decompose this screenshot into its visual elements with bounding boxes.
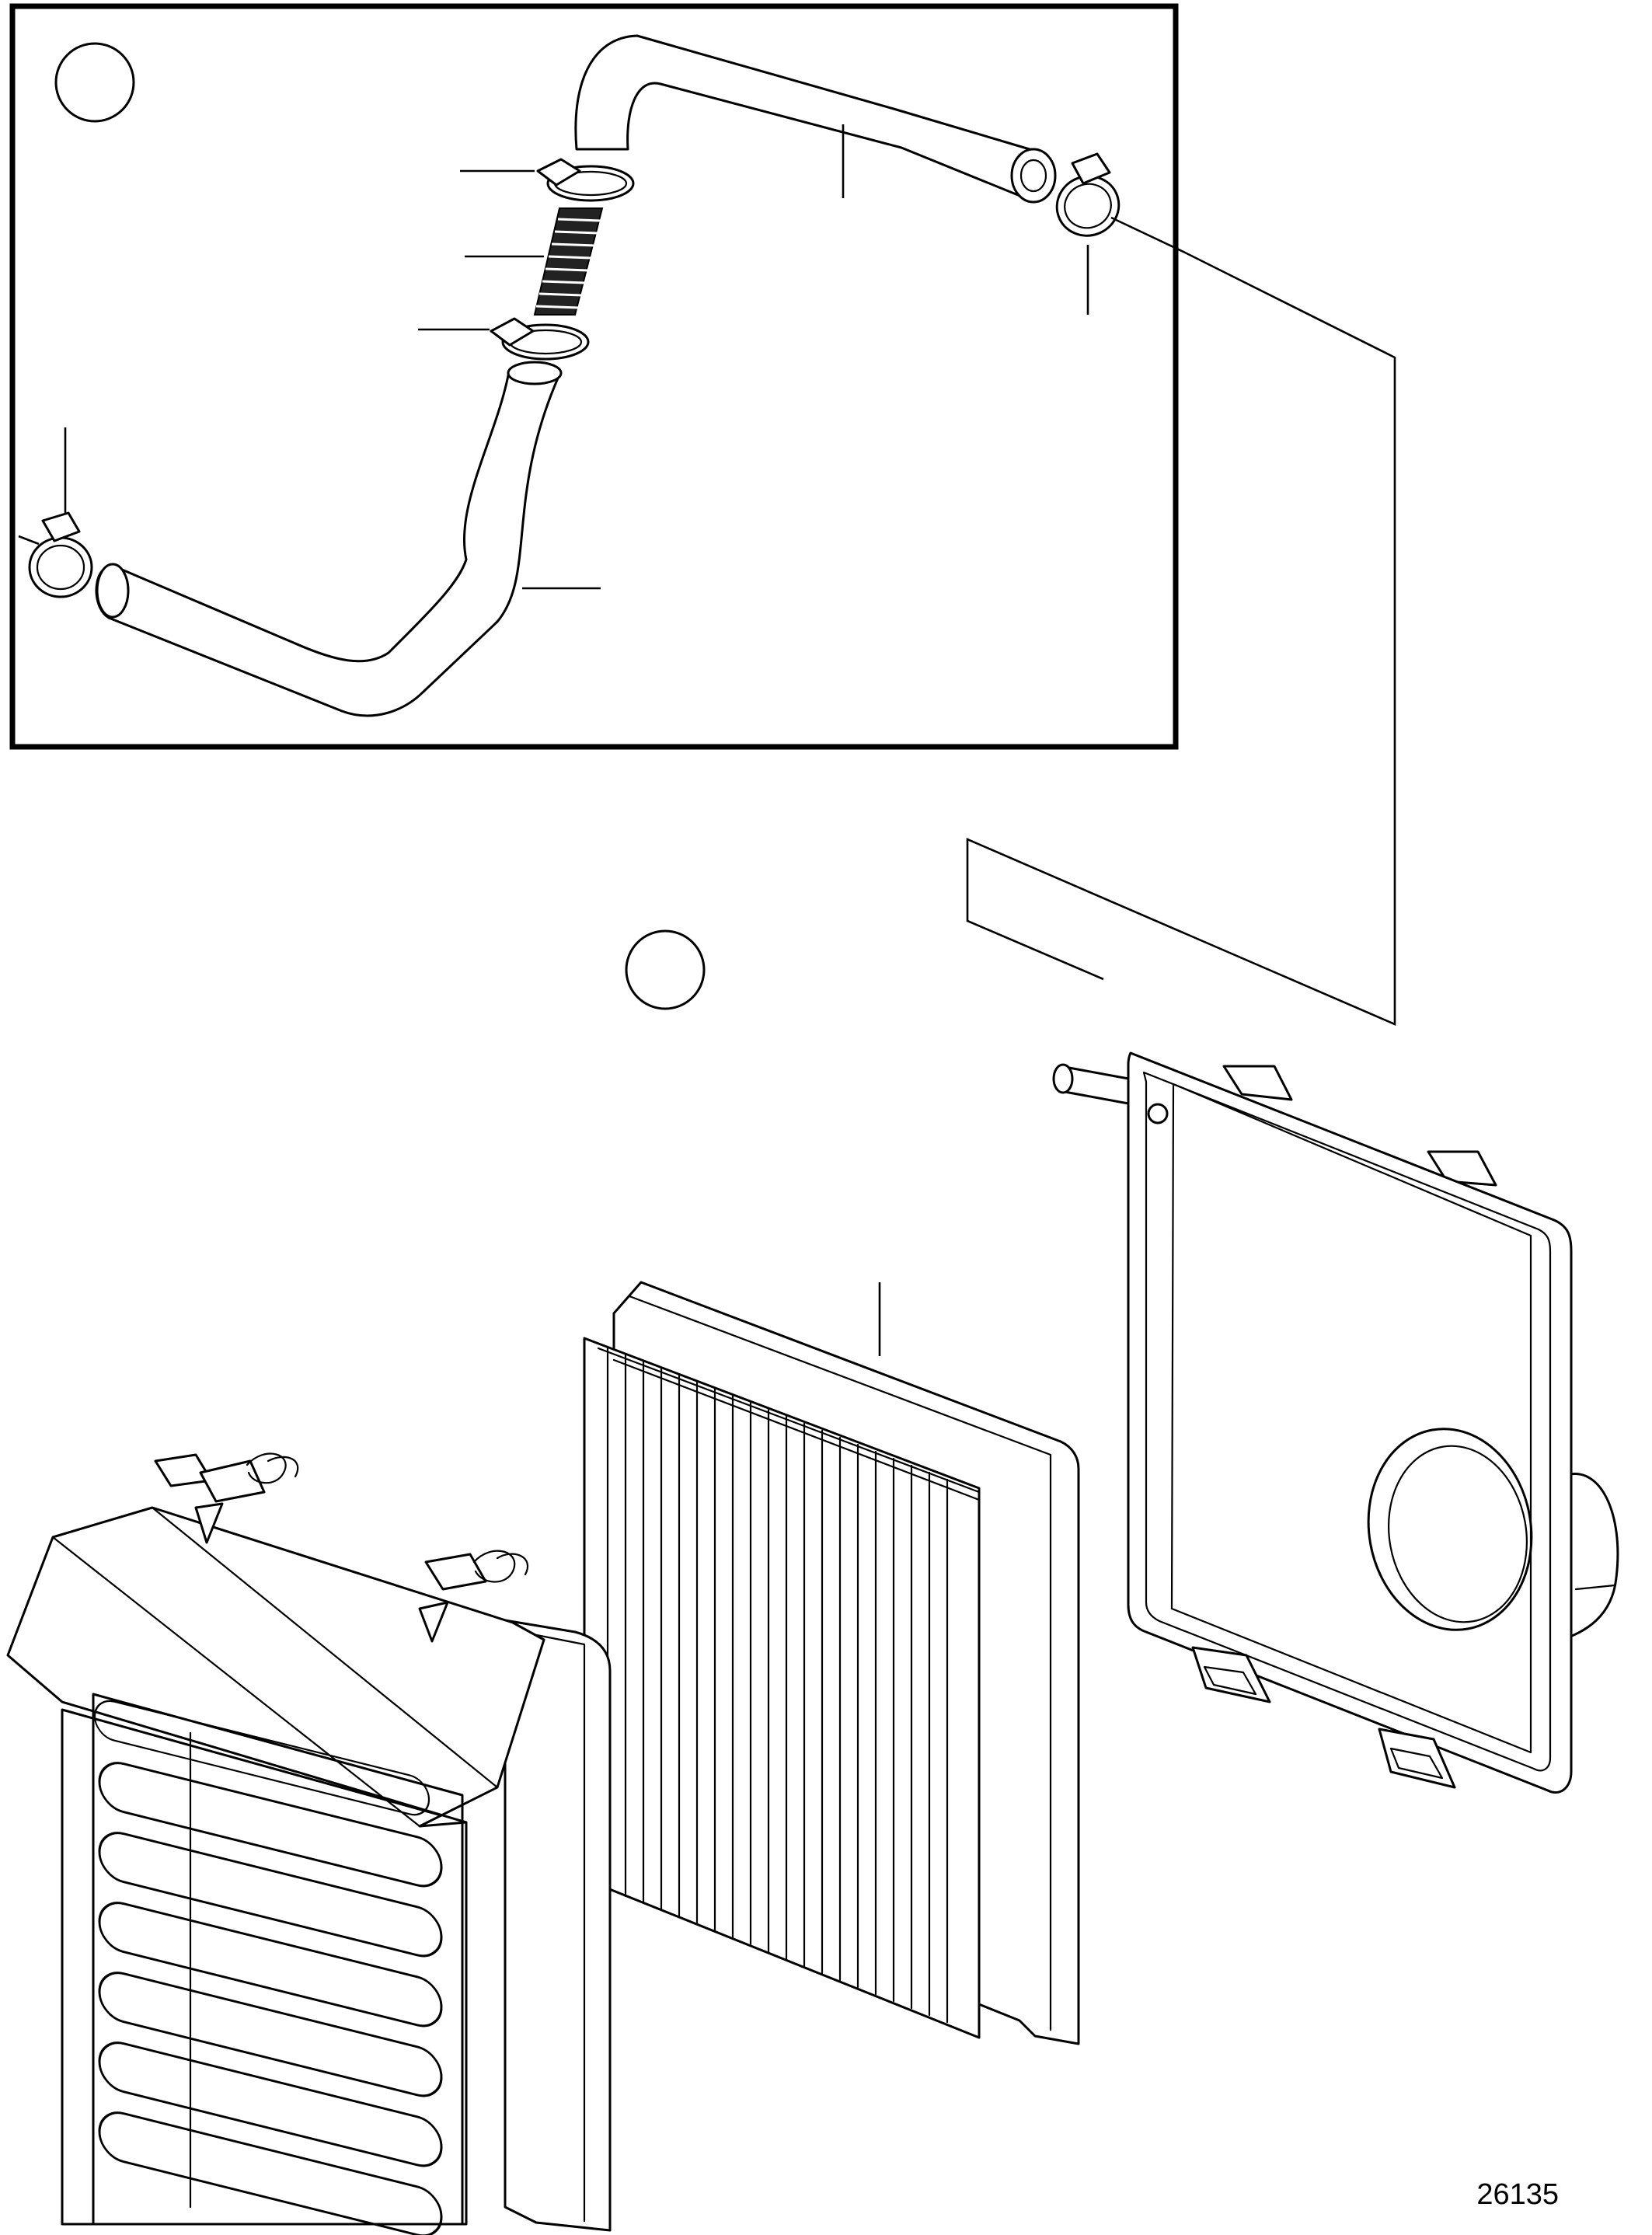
inset-reference-circle — [54, 42, 135, 123]
detail-inset — [9, 3, 1179, 750]
hose-clamp-lower-left — [28, 511, 93, 598]
cover-latch-left — [154, 1452, 299, 1544]
lower-hose — [95, 361, 563, 717]
inset-frame — [9, 3, 1179, 750]
hose-clamp-upper-right — [1055, 152, 1121, 237]
hose-clamp-lower-middle — [490, 317, 590, 361]
filter-pleats — [606, 1345, 949, 2024]
cover-latch-right — [418, 1550, 528, 1643]
hose-clamp-upper-left — [536, 158, 635, 202]
air-filter-element — [583, 1281, 1080, 2045]
intake-cover — [6, 1452, 612, 2235]
upper-hose — [574, 34, 1057, 204]
connection-lines — [966, 216, 1396, 1026]
corrugated-connector — [533, 207, 604, 316]
air-filter-housing — [1052, 1051, 1619, 1794]
figure-number: 26135 — [1476, 2178, 1559, 2211]
reference-circle — [625, 929, 706, 1010]
leader-lines — [18, 124, 1089, 590]
cover-louvres — [92, 1693, 464, 2235]
